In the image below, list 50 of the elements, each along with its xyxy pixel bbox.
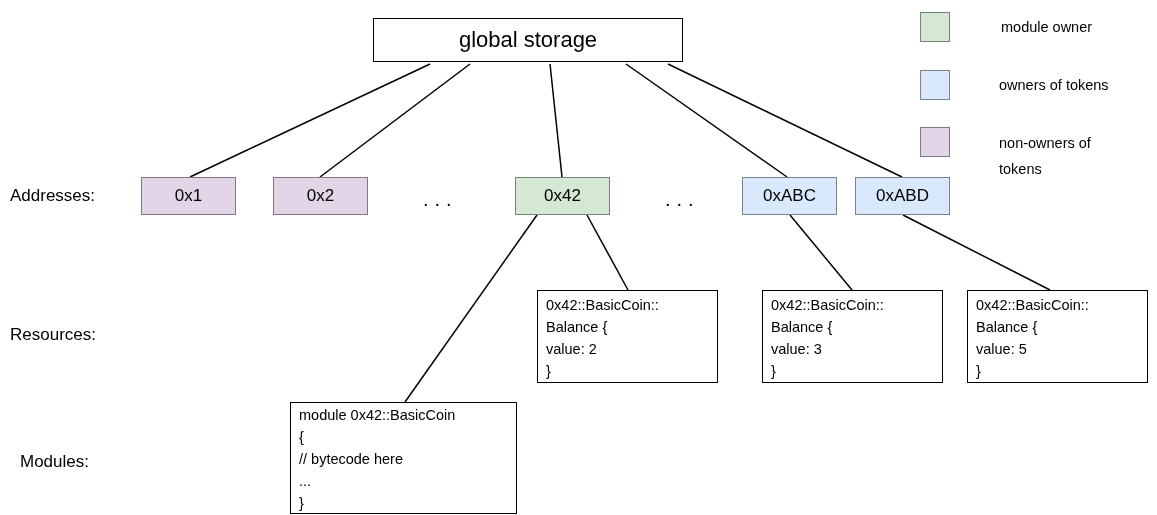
ellipsis: ... xyxy=(665,188,700,211)
code-line: } xyxy=(771,362,777,381)
code-line: value: 2 xyxy=(546,340,598,359)
code-line: } xyxy=(299,494,305,513)
connector-line xyxy=(549,63,563,178)
connector-line xyxy=(404,214,538,403)
address-box xyxy=(515,177,610,215)
legend-label: owners of tokens xyxy=(999,76,1110,95)
code-line: 0x42::BasicCoin:: xyxy=(546,296,660,315)
connector-line xyxy=(586,214,629,291)
code-line: ... xyxy=(299,472,313,491)
code-line: value: 5 xyxy=(976,340,1028,359)
row-label: Modules: xyxy=(20,452,89,472)
node-label: 0x1 xyxy=(174,186,203,206)
connector-line xyxy=(319,63,471,178)
connector-line xyxy=(789,214,853,291)
module-code-box xyxy=(290,402,517,514)
code-line: Balance { xyxy=(546,318,609,337)
code-line: Balance { xyxy=(771,318,834,337)
code-line: 0x42::BasicCoin:: xyxy=(771,296,885,315)
connector-line xyxy=(625,63,788,178)
connector-line xyxy=(189,63,431,178)
code-line: } xyxy=(976,362,982,381)
ellipsis: ... xyxy=(423,188,458,211)
row-label: Addresses: xyxy=(10,186,96,206)
resource-code-box xyxy=(537,290,718,383)
code-line: { xyxy=(299,428,305,447)
node-label: 0xABC xyxy=(763,186,816,206)
code-line: // bytecode here xyxy=(299,450,404,469)
address-box xyxy=(742,177,837,215)
node-label: 0x42 xyxy=(544,186,581,206)
code-line: module 0x42::BasicCoin xyxy=(299,406,457,425)
address-box xyxy=(855,177,950,215)
address-box xyxy=(273,177,368,215)
address-box xyxy=(141,177,236,215)
connector-line xyxy=(902,214,1051,291)
connector-line xyxy=(667,63,903,178)
legend-label: module owner xyxy=(1001,18,1094,37)
node-label: 0xABD xyxy=(876,186,929,206)
resource-code-box xyxy=(967,290,1148,383)
legend-label: non-owners of tokens xyxy=(999,134,1092,179)
node-label: 0x2 xyxy=(306,186,335,206)
code-line: value: 3 xyxy=(771,340,823,359)
node-label: global storage xyxy=(458,27,598,53)
row-label: Resources: xyxy=(10,325,96,345)
code-line: 0x42::BasicCoin:: xyxy=(976,296,1090,315)
code-line: Balance { xyxy=(976,318,1039,337)
storage-box xyxy=(373,18,683,62)
code-line: } xyxy=(546,362,552,381)
resource-code-box xyxy=(762,290,943,383)
